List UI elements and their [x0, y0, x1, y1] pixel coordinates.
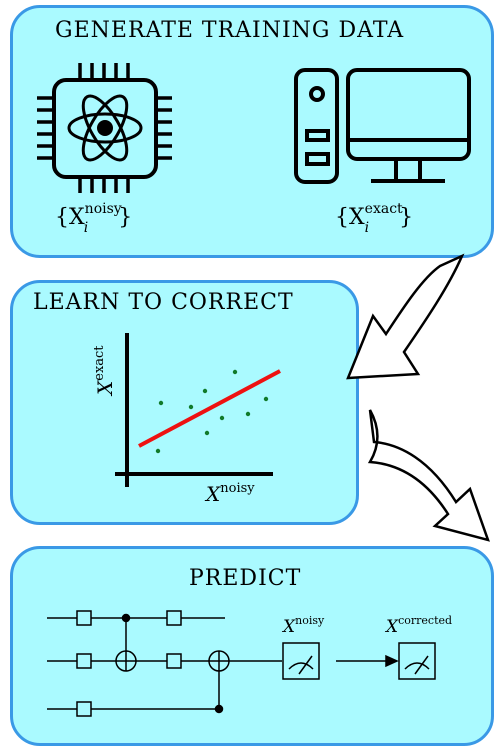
learn-title: LEARN TO CORRECT — [33, 290, 294, 315]
data-point — [158, 400, 164, 406]
noisy-measure-label: Xnoisy — [283, 614, 325, 637]
predict-title: PREDICT — [189, 566, 302, 591]
meter-icon-corrected — [398, 642, 436, 680]
generate-title: GENERATE TRAINING DATA — [55, 18, 405, 43]
data-point — [202, 388, 208, 394]
data-point — [204, 430, 210, 436]
gate-box — [166, 610, 182, 626]
x-axis-label: Xnoisy — [206, 481, 255, 506]
meter-icon-noisy — [282, 642, 320, 680]
data-point — [219, 415, 225, 421]
control-dot — [121, 613, 131, 623]
exact-set-label: {Xexacti} — [335, 201, 414, 236]
gate-box — [166, 653, 182, 669]
quantum-chip-icon — [37, 63, 172, 193]
data-point — [188, 404, 194, 410]
scatter-plot — [115, 333, 281, 487]
quantum-circuit — [47, 610, 436, 717]
data-point — [245, 411, 251, 417]
data-point — [232, 369, 238, 375]
computer-icon — [294, 68, 471, 184]
arrow-head-icon — [385, 654, 399, 668]
fit-line — [138, 369, 281, 448]
noisy-set-label: {Xnoisyi} — [55, 201, 133, 236]
data-point — [263, 396, 269, 402]
gate-box — [76, 701, 92, 717]
data-point — [155, 448, 161, 454]
gate-box — [76, 610, 92, 626]
control-dot — [214, 704, 224, 714]
arrow-icon-learn-to-predict — [367, 409, 490, 542]
gate-box — [76, 653, 92, 669]
corrected-measure-label: Xcorrected — [386, 614, 453, 637]
arrow-icon-generate-to-learn — [346, 253, 465, 380]
learn-panel — [10, 280, 359, 525]
